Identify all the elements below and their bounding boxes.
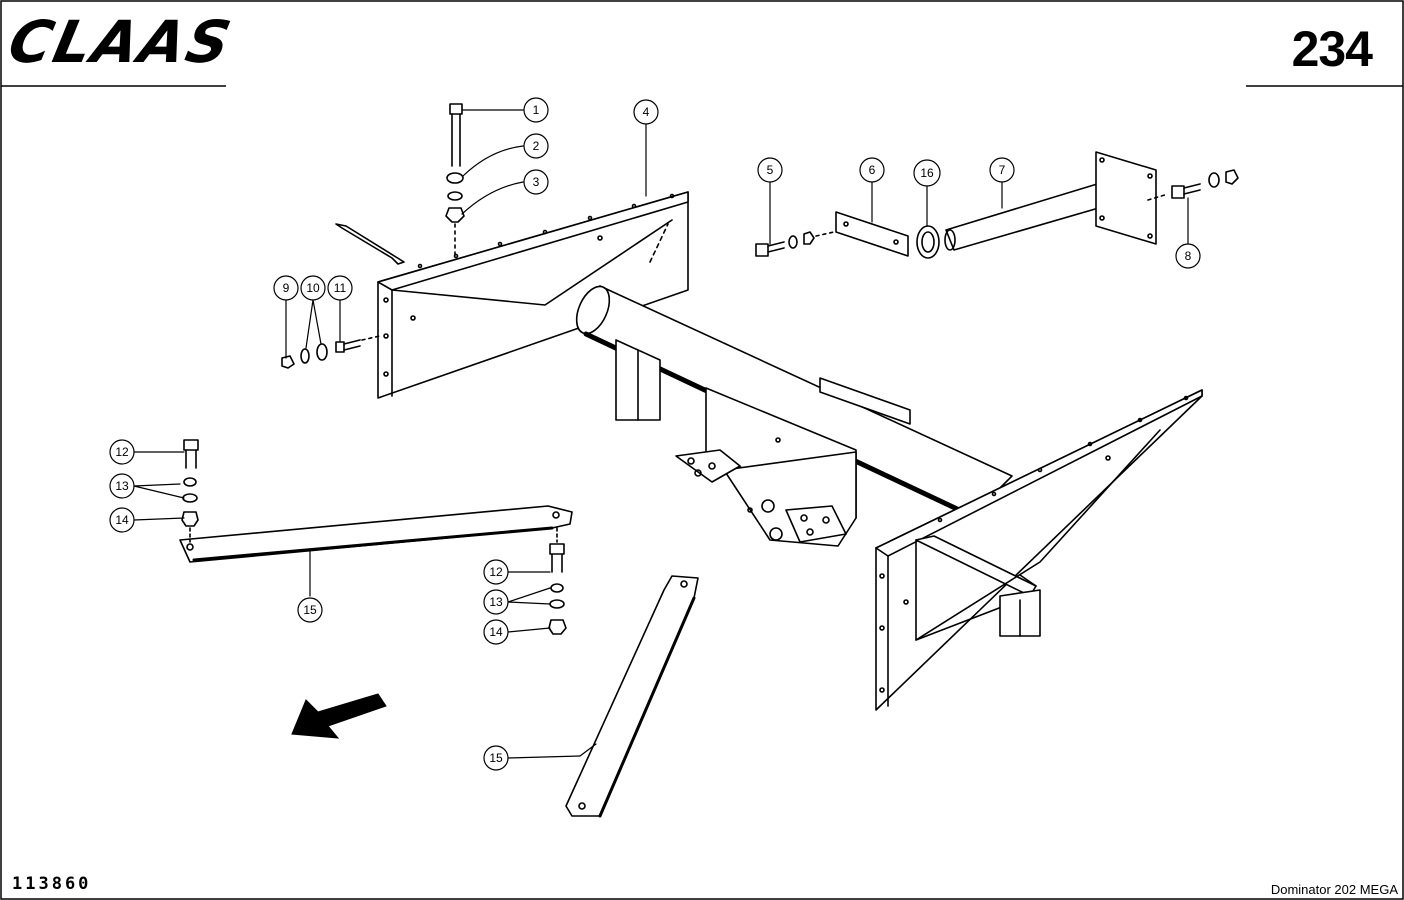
- svg-text:14: 14: [115, 513, 129, 527]
- top-bolt-stack: [445, 103, 465, 257]
- callout-8: 8: [1175, 243, 1201, 269]
- callout-15-lower: 15: [483, 745, 509, 771]
- callout-5: 5: [757, 157, 783, 183]
- callout-12-lower: 12: [483, 559, 509, 585]
- callout-7: 7: [989, 157, 1015, 183]
- left-frame-bracket: [335, 191, 689, 399]
- svg-text:1: 1: [533, 103, 540, 117]
- svg-text:13: 13: [489, 595, 503, 609]
- center-post: [615, 339, 661, 421]
- center-bracket: [675, 377, 911, 547]
- svg-text:7: 7: [999, 163, 1006, 177]
- drawing-number: 113860: [12, 874, 92, 894]
- svg-text:11: 11: [334, 281, 347, 295]
- svg-text:9: 9: [283, 281, 290, 295]
- callout-9: 9: [273, 275, 299, 301]
- callout-6: 6: [859, 157, 885, 183]
- svg-text:8: 8: [1185, 249, 1192, 263]
- callout-15-upper: 15: [297, 597, 323, 623]
- strut-diagonal: [565, 575, 699, 818]
- svg-text:3: 3: [533, 175, 540, 189]
- shaft-assembly: [755, 151, 1239, 259]
- svg-text:14: 14: [489, 625, 503, 639]
- direction-arrow: [291, 693, 387, 739]
- callout-2: 2: [523, 133, 549, 159]
- callout-16: 16: [913, 159, 941, 187]
- svg-text:4: 4: [643, 105, 650, 119]
- callout-10: 10: [300, 275, 326, 301]
- callout-3: 3: [523, 169, 549, 195]
- side-bolt-stack: [281, 335, 381, 369]
- callout-14-upper: 14: [109, 507, 135, 533]
- model-name: Dominator 202 MEGA: [1270, 882, 1398, 897]
- svg-text:12: 12: [115, 445, 129, 459]
- svg-text:15: 15: [303, 603, 317, 617]
- callout-4: 4: [633, 99, 659, 125]
- svg-text:6: 6: [869, 163, 876, 177]
- svg-text:12: 12: [489, 565, 503, 579]
- svg-text:16: 16: [920, 166, 934, 180]
- svg-text:13: 13: [115, 479, 129, 493]
- callout-13-lower: 13: [483, 589, 509, 615]
- svg-text:5: 5: [767, 163, 774, 177]
- svg-text:10: 10: [306, 281, 320, 295]
- callout-1: 1: [523, 97, 549, 123]
- brand-logo: CLAAS: [2, 8, 239, 76]
- callout-13-upper: 13: [109, 473, 135, 499]
- right-frame-bracket: [875, 389, 1203, 711]
- callout-12-upper: 12: [109, 439, 135, 465]
- svg-text:15: 15: [489, 751, 503, 765]
- svg-text:2: 2: [533, 139, 540, 153]
- callout-11: 11: [327, 275, 353, 301]
- strut-horizontal: [179, 439, 573, 635]
- page-number: 234: [1291, 21, 1373, 77]
- callout-14-lower: 14: [483, 619, 509, 645]
- leader-lines: [133, 109, 1189, 759]
